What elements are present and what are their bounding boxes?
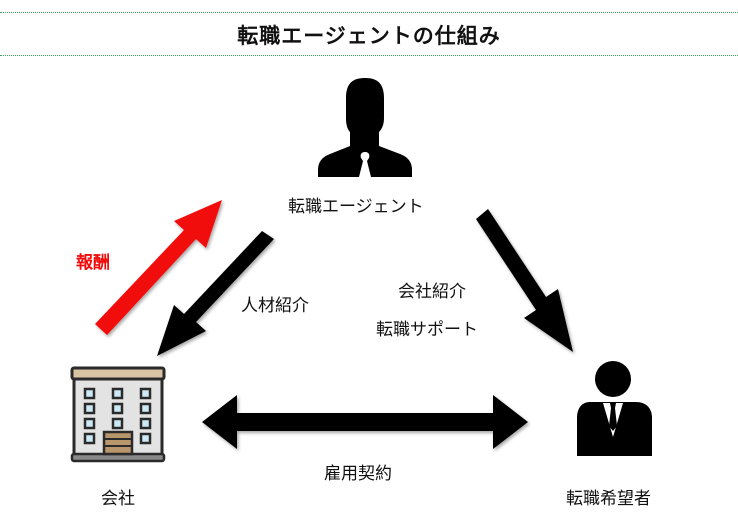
seeker-label: 転職希望者 [566,489,651,509]
agent-label: 転職エージェント [288,197,424,217]
talent-referral-label: 人材紹介 [241,296,309,316]
company-building-icon [70,366,166,463]
seeker-icon [577,361,652,456]
title-bottom-rule [0,55,738,56]
title-top-rule [0,12,738,13]
company-referral-label: 会社紹介 [398,282,466,302]
company-referral-arrow [476,209,573,352]
employment-contract-label: 雇用契約 [324,464,392,484]
agent-icon [318,78,412,177]
employment-contract-arrow [202,395,528,449]
reward-arrow [95,200,222,335]
career-support-label: 転職サポート [376,320,478,340]
reward-label: 報酬 [76,253,110,273]
talent-referral-arrow [157,231,274,356]
company-label: 会社 [101,489,135,509]
diagram-title: 転職エージェントの仕組み [237,24,501,48]
